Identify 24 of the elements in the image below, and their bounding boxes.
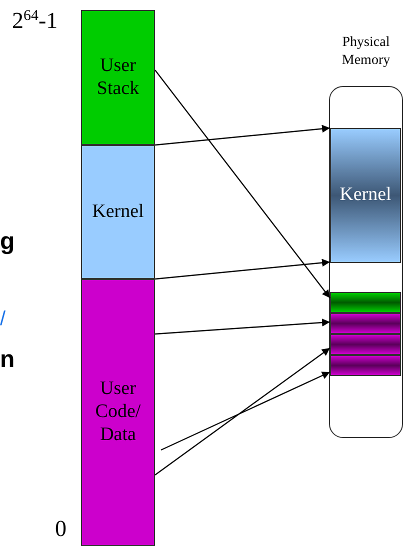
memory-band [330, 313, 401, 334]
text-fragment: / [0, 308, 6, 331]
text-fragment: g [0, 228, 15, 256]
memory-segment [81, 10, 155, 145]
segment-label: Kernel [91, 200, 145, 224]
arrow [154, 70, 330, 298]
memory-region [330, 128, 401, 263]
arrow [154, 348, 330, 476]
text-fragment: n [0, 346, 15, 374]
memory-title: Physical Memory [340, 34, 392, 70]
segment-label: User Stack [96, 54, 140, 100]
arrow [154, 258, 330, 280]
memory-segment [81, 279, 155, 546]
memory-band [330, 334, 401, 355]
memory-band [330, 292, 401, 313]
segment-label: Kernel [340, 184, 392, 207]
arrow [154, 124, 330, 146]
segment-label: User Code/ Data [94, 378, 142, 447]
arrow [154, 318, 330, 335]
arrow [160, 371, 330, 451]
memory-segment [81, 145, 155, 279]
address-label: 2$^{64}$-1 [12, 8, 58, 34]
memory-band [330, 355, 401, 376]
address-label: 0 [55, 516, 66, 542]
